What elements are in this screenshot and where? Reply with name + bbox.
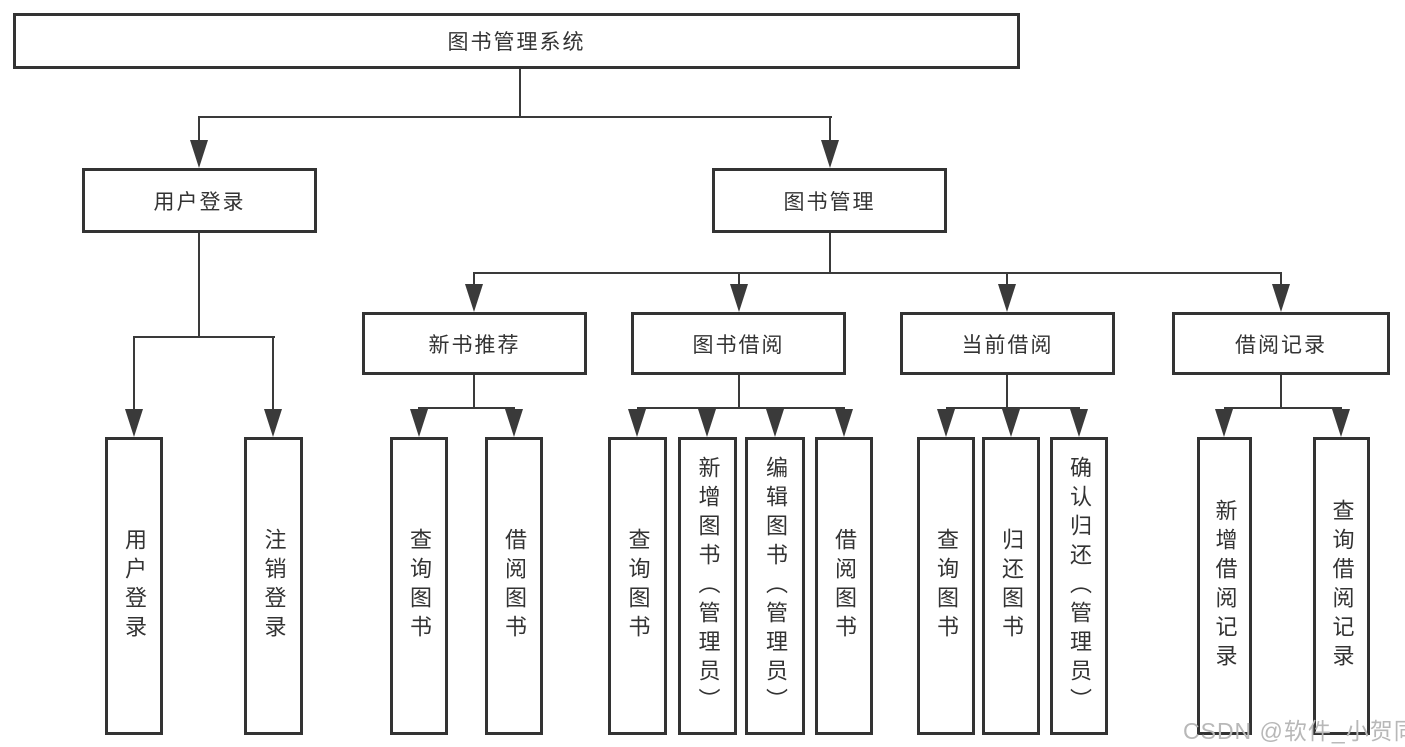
arrowhead-icon — [998, 284, 1016, 312]
arrowhead-icon — [1002, 409, 1020, 437]
connector-book-mgmt-drop — [829, 116, 831, 142]
arrowhead-icon — [505, 409, 523, 437]
connector-branch — [418, 407, 515, 409]
connector-user-login-stem — [198, 233, 200, 337]
connector-drop — [1006, 272, 1008, 286]
connector-drop — [738, 272, 740, 286]
node-new-book-recommend: 新书推荐 — [362, 312, 587, 375]
arrowhead-icon — [730, 284, 748, 312]
connector-stem — [1006, 375, 1008, 408]
node-leaf-query-book-3: 查询图书 — [917, 437, 975, 735]
connector-drop — [1280, 272, 1282, 286]
arrowhead-icon — [628, 409, 646, 437]
node-leaf-edit-book-admin: 编辑图书（管理员） — [745, 437, 805, 735]
node-leaf-add-borrow-record: 新增借阅记录 — [1197, 437, 1252, 735]
connector-branch — [946, 407, 1080, 409]
node-user-login: 用户登录 — [82, 168, 317, 233]
csdn-watermark: CSDN @软件_小贺同学 — [1183, 718, 1405, 744]
arrowhead-icon — [410, 409, 428, 437]
node-leaf-query-book-1: 查询图书 — [390, 437, 448, 735]
connector-user-login-branch — [133, 336, 275, 338]
connector-user-login-drop — [198, 116, 200, 142]
connector-drop — [133, 336, 135, 410]
connector-root-branch — [198, 116, 832, 118]
arrowhead-icon — [190, 140, 208, 168]
node-leaf-query-borrow-record: 查询借阅记录 — [1313, 437, 1370, 735]
connector-drop — [473, 272, 475, 286]
node-book-borrowing: 图书借阅 — [631, 312, 846, 375]
connector-stem — [1280, 375, 1282, 408]
node-leaf-user-login: 用户登录 — [105, 437, 163, 735]
arrowhead-icon — [125, 409, 143, 437]
node-borrow-records: 借阅记录 — [1172, 312, 1390, 375]
node-book-management: 图书管理 — [712, 168, 947, 233]
node-leaf-borrow-book-1: 借阅图书 — [485, 437, 543, 735]
arrowhead-icon — [1215, 409, 1233, 437]
connector-root-stem — [519, 69, 521, 117]
node-leaf-logout: 注销登录 — [244, 437, 303, 735]
connector-book-mgmt-branch — [473, 272, 1282, 274]
connector-stem — [473, 375, 475, 408]
node-leaf-confirm-return-admin: 确认归还（管理员） — [1050, 437, 1108, 735]
arrowhead-icon — [1070, 409, 1088, 437]
node-leaf-add-book-admin: 新增图书（管理员） — [678, 437, 737, 735]
arrowhead-icon — [937, 409, 955, 437]
arrowhead-icon — [821, 140, 839, 168]
node-leaf-return-book: 归还图书 — [982, 437, 1040, 735]
connector-branch — [637, 407, 845, 409]
node-leaf-query-book-2: 查询图书 — [608, 437, 667, 735]
arrowhead-icon — [465, 284, 483, 312]
connector-stem — [738, 375, 740, 408]
node-library-system: 图书管理系统 — [13, 13, 1020, 69]
node-current-borrowing: 当前借阅 — [900, 312, 1115, 375]
connector-branch — [1224, 407, 1342, 409]
arrowhead-icon — [698, 409, 716, 437]
arrowhead-icon — [1332, 409, 1350, 437]
arrowhead-icon — [835, 409, 853, 437]
connector-book-mgmt-stem — [829, 233, 831, 273]
arrowhead-icon — [264, 409, 282, 437]
connector-drop — [272, 336, 274, 410]
node-leaf-borrow-book-2: 借阅图书 — [815, 437, 873, 735]
arrowhead-icon — [1272, 284, 1290, 312]
arrowhead-icon — [766, 409, 784, 437]
